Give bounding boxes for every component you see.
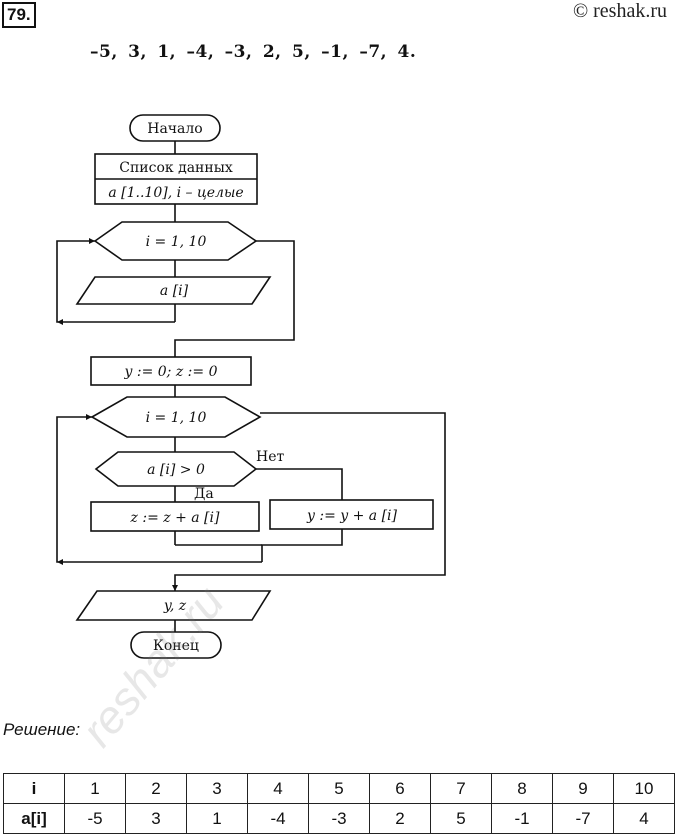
input-parallelogram: [75, 276, 272, 305]
table-cell: 4: [613, 803, 675, 834]
values-table: i 1 2 3 4 5 6 7 8 9 10 a[i] -5 3 1 -4 -3…: [3, 773, 675, 834]
output-label: y, z: [163, 598, 187, 614]
table-cell: -7: [552, 803, 614, 834]
table-cell: 4: [247, 773, 309, 804]
start-label: Начало: [147, 121, 202, 137]
table-cell: 1: [186, 803, 248, 834]
branch-yes-label: Да: [194, 486, 214, 502]
solution-label: Решение:: [3, 720, 81, 739]
table-cell: 3: [186, 773, 248, 804]
input-label: a [i]: [160, 283, 189, 299]
assign-y-label: y := y + a [i]: [306, 508, 398, 524]
table-cell: -3: [308, 803, 370, 834]
end-label: Конец: [153, 638, 199, 654]
table-cell: 2: [125, 773, 187, 804]
loop2-hexagon: [90, 396, 262, 438]
task-number: 79.: [2, 2, 36, 28]
table-cell: 10: [613, 773, 675, 804]
flowchart: Начало Список данных a [1..10], i – целы…: [56, 114, 446, 659]
table-cell: 5: [308, 773, 370, 804]
table-cell: -1: [491, 803, 553, 834]
table-cell: 5: [430, 803, 492, 834]
table-cell: 7: [430, 773, 492, 804]
init-block: [90, 356, 252, 386]
init-label: y := 0; z := 0: [124, 364, 218, 380]
table-cell: -4: [247, 803, 309, 834]
end-terminal: [130, 631, 222, 659]
condition-label: a [i] > 0: [147, 462, 205, 478]
row-i-header: i: [3, 773, 65, 804]
output-parallelogram: [75, 590, 272, 621]
table-cell: 6: [369, 773, 431, 804]
loop2-label: i = 1, 10: [146, 410, 207, 426]
row-a-header: a[i]: [3, 803, 65, 834]
table-cell: 1: [64, 773, 126, 804]
table-row-i: i 1 2 3 4 5 6 7 8 9 10: [3, 773, 675, 804]
table-cell: 8: [491, 773, 553, 804]
data-list-title: Список данных: [119, 160, 233, 176]
number-sequence: –5, 3, 1, –4, –3, 2, 5, –1, –7, 4.: [90, 42, 417, 62]
copyright-label: © reshak.ru: [572, 0, 667, 22]
table-cell: -5: [64, 803, 126, 834]
table-cell: 2: [369, 803, 431, 834]
table-cell: 9: [552, 773, 614, 804]
data-list-vars: a [1..10], i – целые: [108, 185, 243, 201]
assign-z-label: z := z + a [i]: [130, 510, 220, 526]
table-row-a: a[i] -5 3 1 -4 -3 2 5 -1 -7 4: [3, 803, 675, 834]
assign-y-block: [269, 499, 434, 530]
loop1-label: i = 1, 10: [146, 234, 207, 250]
table-cell: 3: [125, 803, 187, 834]
branch-no-label: Нет: [256, 449, 284, 465]
